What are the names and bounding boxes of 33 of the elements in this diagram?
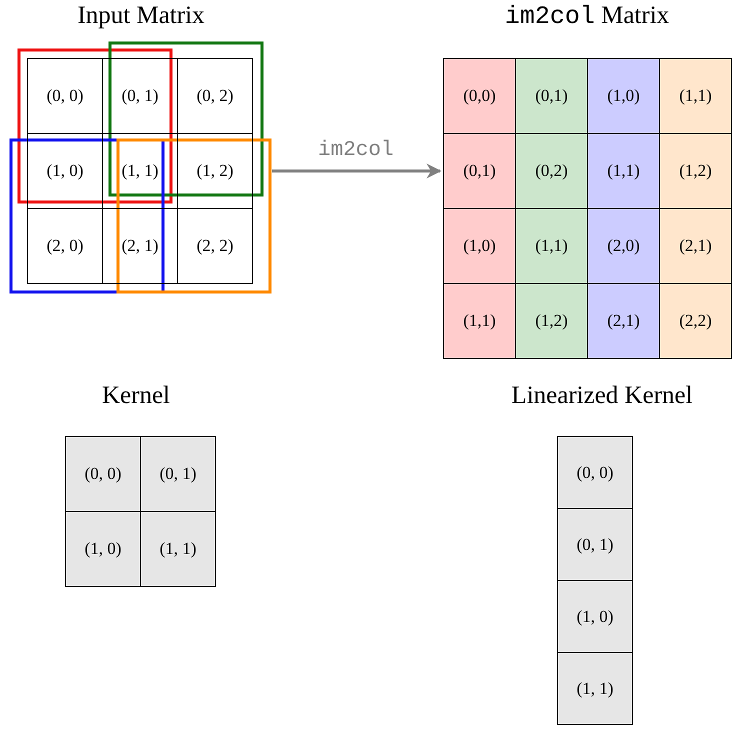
matrix-cell: (0,1) (443, 133, 516, 209)
matrix-cell: (1,1) (659, 58, 732, 134)
matrix-cell: (1,1) (587, 133, 660, 209)
matrix-cell: (1, 1) (140, 511, 216, 587)
matrix-cell: (1, 1) (557, 652, 633, 725)
matrix-cell: (0, 0) (65, 436, 141, 512)
matrix-cell: (1, 0) (65, 511, 141, 587)
matrix-cell: (1,2) (515, 283, 588, 359)
matrix-cell: (0, 2) (177, 58, 253, 134)
matrix-cell: (2,2) (659, 283, 732, 359)
matrix-cell: (2,1) (587, 283, 660, 359)
arrow (272, 164, 442, 178)
matrix-cell: (0,1) (515, 58, 588, 134)
matrix-cell: (2, 0) (27, 208, 103, 284)
matrix-cell: (0, 0) (27, 58, 103, 134)
matrix-cell: (0, 1) (140, 436, 216, 512)
matrix-title: Input Matrix (76, 2, 206, 30)
matrix-cell: (2,0) (587, 208, 660, 284)
matrix-cell: (0, 1) (557, 508, 633, 581)
matrix-title: im2col Matrix (504, 2, 670, 31)
matrix-cell: (0,2) (515, 133, 588, 209)
matrix-cell: (0, 0) (557, 436, 633, 509)
matrix-title: Kernel (100, 382, 172, 410)
matrix-cell: (2, 2) (177, 208, 253, 284)
matrix-cell: (0,0) (443, 58, 516, 134)
matrix-cell: (1, 0) (557, 580, 633, 653)
matrix-cell: (1,2) (659, 133, 732, 209)
matrix-cell: (1,0) (443, 208, 516, 284)
matrix-cell: (1,1) (515, 208, 588, 284)
matrix-title: Linearized Kernel (510, 382, 694, 410)
matrix-cell: (2,1) (659, 208, 732, 284)
matrix-cell: (1,1) (443, 283, 516, 359)
matrix-cell: (1,0) (587, 58, 660, 134)
